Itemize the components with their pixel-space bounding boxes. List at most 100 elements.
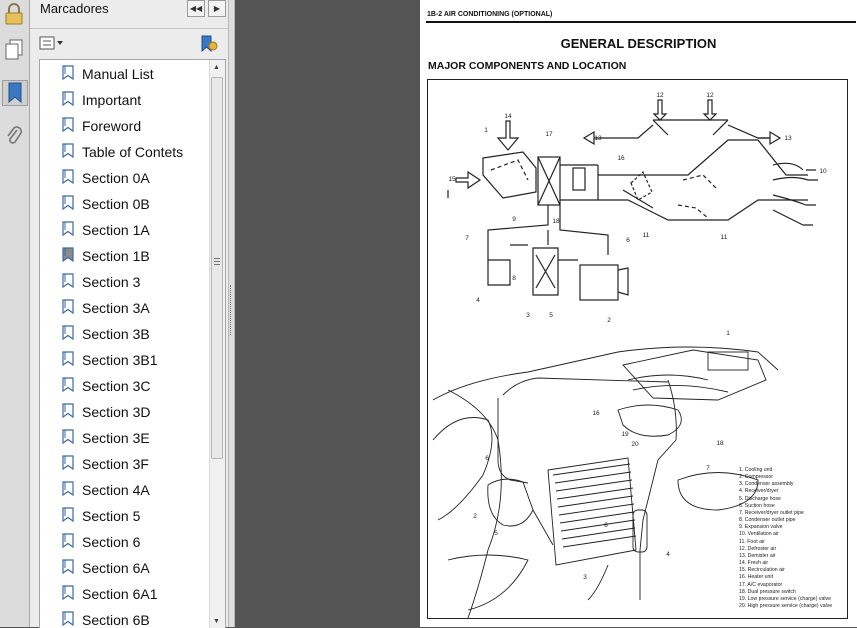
bookmark-item[interactable]: Section 6A1	[40, 580, 209, 606]
bookmark-icon	[62, 91, 74, 107]
scrollbar-thumb[interactable]	[211, 77, 223, 459]
bookmark-icon	[62, 429, 74, 445]
legend-entry: 9. Expansion valve	[739, 524, 783, 531]
panel-toolbar	[30, 29, 228, 59]
collapse-panel-button[interactable]: ◀◀	[187, 0, 205, 17]
bookmark-item[interactable]: Manual List	[40, 60, 209, 86]
bookmarks-panel-icon[interactable]	[2, 80, 28, 106]
bookmark-icon	[62, 611, 74, 627]
legend-entry: 8. Condenser outlet pipe	[739, 517, 796, 524]
legend-entry: 5. Discharge hose	[739, 495, 781, 502]
bookmark-label: Section 3B1	[82, 352, 158, 368]
callout: 13	[784, 135, 792, 142]
bookmark-item[interactable]: Section 0B	[40, 190, 209, 216]
bookmark-item[interactable]: Section 6	[40, 528, 209, 554]
callout: 7	[706, 465, 710, 472]
bookmark-item[interactable]: Section 3F	[40, 450, 209, 476]
bookmark-icon	[62, 325, 74, 341]
bookmark-label: Section 5	[82, 508, 141, 524]
vertical-scrollbar[interactable]: ▲ ▼	[209, 60, 225, 628]
bookmark-item[interactable]: Section 5	[40, 502, 209, 528]
bookmark-icon	[62, 299, 74, 315]
bookmark-label: Section 6A	[82, 560, 150, 576]
bookmark-label: Section 3B	[82, 326, 150, 342]
bookmark-label: Foreword	[82, 118, 142, 134]
bookmark-item[interactable]: Section 3D	[40, 398, 209, 424]
bookmark-item[interactable]: Foreword	[40, 112, 209, 138]
legend-entry: 15. Recirculation air	[739, 567, 785, 574]
legend-entry: 20. High pressure service (charge) valve	[739, 602, 833, 609]
legend-entry: 18. Dual pressure switch	[739, 588, 796, 595]
bookmark-item[interactable]: Section 1A	[40, 216, 209, 242]
callout: 9	[512, 216, 516, 223]
bookmark-label: Section 3A	[82, 300, 150, 316]
legend-entry: 13. Demister air	[739, 552, 776, 559]
legend-entry: 17. A/C evaporator	[739, 581, 783, 588]
airflow-schematic	[447, 99, 818, 301]
bookmark-item[interactable]: Section 3A	[40, 294, 209, 320]
bookmark-icon	[62, 507, 74, 523]
panel-splitter[interactable]	[228, 0, 235, 627]
header-rule	[426, 21, 856, 23]
options-icon	[39, 36, 63, 50]
bookmark-icon	[62, 117, 74, 133]
bookmark-label: Section 3D	[82, 404, 151, 420]
lock-icon[interactable]	[2, 2, 26, 26]
bookmark-icon	[62, 559, 74, 575]
bookmark-label: Section 3	[82, 274, 141, 290]
expand-panel-button[interactable]: ▶	[208, 0, 226, 17]
callout: 6	[485, 455, 489, 462]
callout: 1	[726, 330, 730, 337]
scroll-up-arrow[interactable]: ▲	[213, 64, 220, 71]
bookmark-item[interactable]: Section 0A	[40, 164, 209, 190]
bookmark-item[interactable]: Section 6A	[40, 554, 209, 580]
bookmark-label: Important	[82, 92, 142, 108]
bookmark-label: Section 1B	[82, 248, 150, 264]
callout: 3	[583, 574, 587, 581]
options-menu-button[interactable]	[39, 35, 65, 51]
bookmark-icon	[62, 169, 74, 185]
bookmark-item[interactable]: Section 3B1	[40, 346, 209, 372]
navigation-toolstrip	[0, 0, 30, 627]
legend-entry: 1. Cooling unit	[739, 467, 773, 473]
callout: 4	[666, 551, 670, 558]
attachments-icon[interactable]	[2, 124, 26, 148]
new-bookmark-button[interactable]	[199, 34, 219, 54]
scroll-down-arrow[interactable]: ▼	[213, 618, 220, 625]
bookmark-icon	[62, 351, 74, 367]
bookmark-label: Section 3C	[82, 378, 151, 394]
callout: 17	[545, 131, 553, 138]
bookmark-label: Section 0B	[82, 196, 150, 212]
bookmark-icon	[62, 143, 74, 159]
callout: 11	[721, 234, 728, 241]
callout: 8	[512, 275, 516, 282]
page-thumbnails-icon[interactable]	[2, 38, 26, 62]
legend-entry: 2. Compressor	[739, 474, 774, 481]
bookmark-item[interactable]: Section 3B	[40, 320, 209, 346]
bookmark-item[interactable]: Section 6B	[40, 606, 209, 628]
bookmark-icon	[62, 65, 74, 81]
bookmark-item[interactable]: Section 1B	[40, 242, 209, 268]
callout: 16	[592, 410, 600, 417]
callout: 12	[656, 92, 664, 99]
callout: 15	[448, 176, 456, 183]
bookmark-item[interactable]: Table of Contets	[40, 138, 209, 164]
new-bookmark-icon	[201, 35, 218, 53]
bookmark-item[interactable]: Section 3	[40, 268, 209, 294]
bookmark-item[interactable]: Section 4A	[40, 476, 209, 502]
callout: 8	[604, 522, 608, 529]
bookmark-item[interactable]: Section 3E	[40, 424, 209, 450]
callout: 10	[819, 168, 827, 175]
bookmark-item[interactable]: Section 3C	[40, 372, 209, 398]
document-title: GENERAL DESCRIPTION	[560, 36, 717, 51]
bookmark-item[interactable]: Important	[40, 86, 209, 112]
bookmark-label: Section 3F	[82, 456, 149, 472]
legend-entry: 19. Low pressure service (charge) valve	[739, 595, 831, 602]
callout: 14	[504, 113, 512, 120]
callout: 5	[549, 312, 553, 319]
legend-entry: 3. Condenser assembly	[739, 481, 794, 488]
callout: 12	[706, 92, 714, 99]
